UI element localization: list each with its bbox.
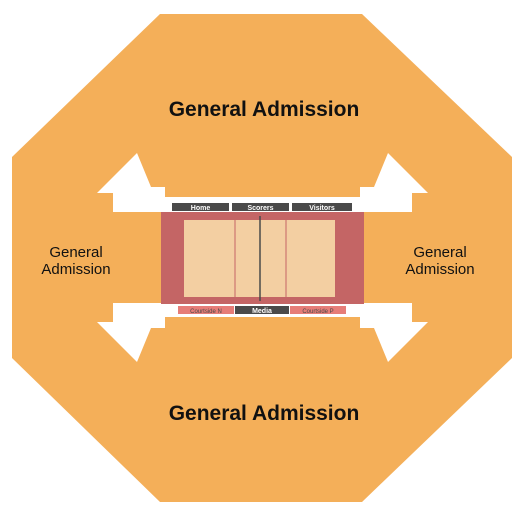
media-strip[interactable] xyxy=(235,306,289,314)
scorers-strip[interactable] xyxy=(232,203,289,211)
aisle-top-right xyxy=(360,153,428,212)
visitors-label: Visitors xyxy=(309,205,335,212)
media-label: Media xyxy=(252,308,272,315)
home-label: Home xyxy=(191,205,211,212)
courtside-n-label: Courtside N xyxy=(190,309,222,315)
courtside-n-strip[interactable] xyxy=(178,306,234,314)
aisle-bottom-right xyxy=(360,303,428,362)
aisle-bottom-left xyxy=(97,303,165,362)
court-top-strips: Home Scorers Visitors xyxy=(172,203,352,212)
ga-west-label-line1[interactable]: General xyxy=(49,244,102,261)
ga-north-label[interactable]: General Admission xyxy=(169,98,360,121)
home-strip[interactable] xyxy=(172,203,229,211)
court-bottom-strips: Courtside N Media Courtside P xyxy=(178,306,346,315)
scorers-label: Scorers xyxy=(247,205,273,212)
aisle-top-left xyxy=(97,153,165,212)
ga-south-label[interactable]: General Admission xyxy=(169,402,360,425)
courtside-p-label: Courtside P xyxy=(302,309,333,315)
visitors-strip[interactable] xyxy=(292,203,352,211)
courtside-p-strip[interactable] xyxy=(290,306,346,314)
ga-west-label-line2[interactable]: Admission xyxy=(41,261,110,278)
ga-east-label-line1[interactable]: General xyxy=(413,244,466,261)
ga-east-label-line2[interactable]: Admission xyxy=(405,261,474,278)
